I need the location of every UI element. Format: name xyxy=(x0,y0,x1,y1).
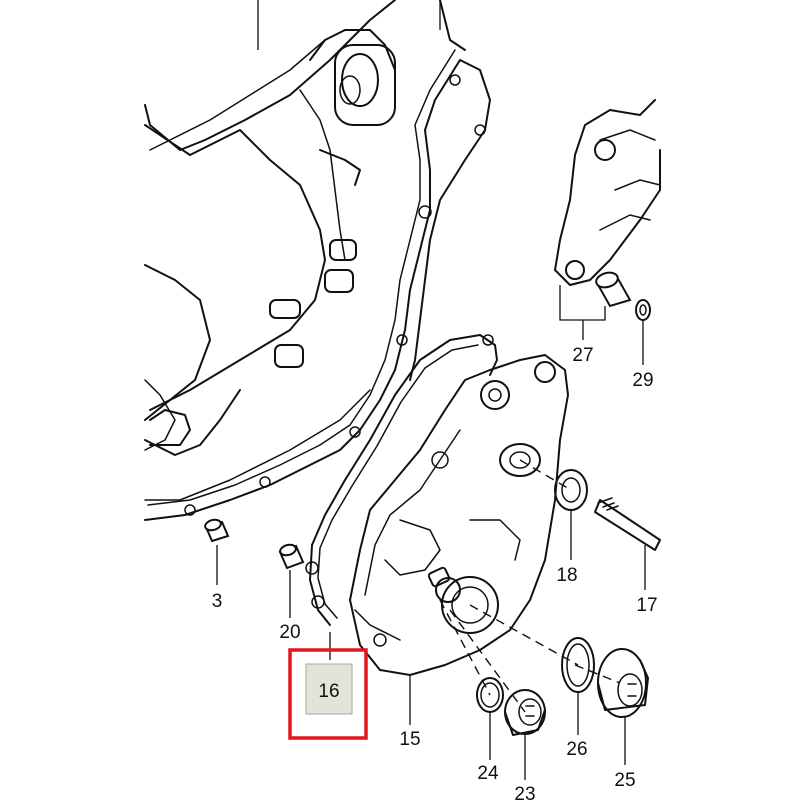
washer-29 xyxy=(635,299,651,321)
callout-25: 25 xyxy=(614,770,635,791)
small-cover-gasket xyxy=(305,334,498,626)
dowel-pin-27 xyxy=(595,271,632,308)
leader-lines xyxy=(216,0,646,780)
callout-labels: 3 15 16 17 18 20 23 24 25 26 27 29 xyxy=(212,345,658,800)
plug-25 xyxy=(597,648,649,718)
assembly-dash-lines xyxy=(439,459,621,713)
cover-gasket xyxy=(144,0,491,521)
callout-18: 18 xyxy=(556,565,577,586)
callout-24: 24 xyxy=(477,763,499,784)
right-side-cover xyxy=(349,354,569,676)
callout-15: 15 xyxy=(399,729,420,750)
shaft-17 xyxy=(594,497,661,551)
callout-3: 3 xyxy=(212,591,223,612)
plug-23 xyxy=(504,689,546,736)
callout-27: 27 xyxy=(572,345,593,366)
callout-26: 26 xyxy=(566,739,587,760)
dowel-20 xyxy=(278,543,305,570)
dowel-3 xyxy=(204,518,230,543)
highlight-frame-16 xyxy=(288,648,368,740)
callout-16: 16 xyxy=(318,681,339,702)
oil-seal-18 xyxy=(554,469,588,511)
crankcase-outline xyxy=(144,0,396,501)
upper-bracket xyxy=(554,99,661,286)
callout-20: 20 xyxy=(279,622,300,643)
callout-23: 23 xyxy=(514,784,535,800)
callout-17: 17 xyxy=(636,595,657,616)
callout-29: 29 xyxy=(632,370,653,391)
